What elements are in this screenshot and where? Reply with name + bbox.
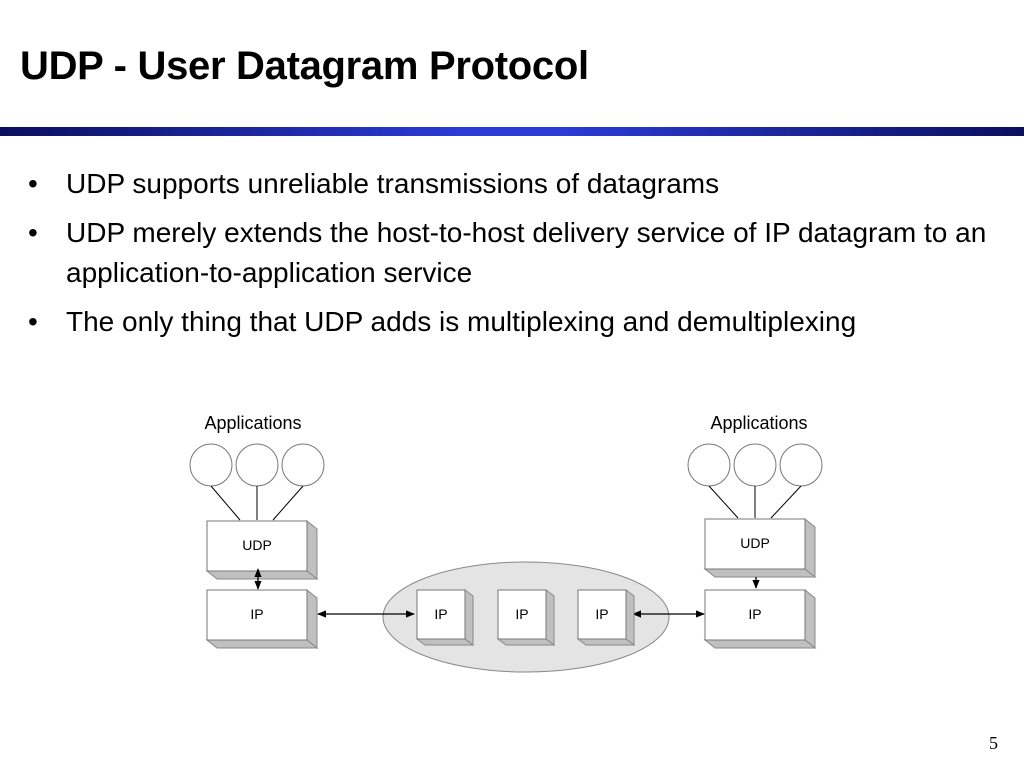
page-number: 5 bbox=[989, 733, 998, 753]
router-box: IP bbox=[576, 589, 636, 646]
app-link bbox=[210, 485, 241, 521]
bullet-item: UDP supports unreliable transmissions of… bbox=[28, 164, 988, 204]
right-host: Applications UDP IP bbox=[687, 413, 823, 650]
app-circle bbox=[281, 443, 325, 487]
ip-box: IP bbox=[703, 588, 817, 650]
ip-box-label: IP bbox=[748, 606, 761, 622]
left-applications-label: Applications bbox=[204, 413, 301, 433]
udp-box: UDP bbox=[205, 519, 319, 581]
slide-title: UDP - User Datagram Protocol bbox=[20, 44, 589, 88]
app-circle bbox=[779, 443, 823, 487]
app-circle bbox=[235, 443, 279, 487]
router-label: IP bbox=[434, 606, 447, 622]
right-applications-label: Applications bbox=[710, 413, 807, 433]
udp-box-label: UDP bbox=[740, 535, 770, 551]
bullet-item: The only thing that UDP adds is multiple… bbox=[28, 302, 988, 342]
ip-box-label: IP bbox=[250, 606, 263, 622]
app-circle bbox=[733, 443, 777, 487]
bullet-item: UDP merely extends the host-to-host deli… bbox=[28, 213, 988, 293]
bullet-list: UDP supports unreliable transmissions of… bbox=[28, 164, 988, 351]
app-circle bbox=[687, 443, 731, 487]
app-link bbox=[770, 485, 802, 519]
app-circle bbox=[189, 443, 233, 487]
router-box: IP bbox=[415, 589, 475, 646]
title-divider bbox=[0, 127, 1024, 136]
app-link bbox=[708, 485, 739, 519]
router-box: IP bbox=[496, 589, 556, 646]
router-label: IP bbox=[595, 606, 608, 622]
udp-box: UDP bbox=[703, 517, 817, 579]
udp-stack-diagram: Applications UDP IP IP IP bbox=[189, 413, 823, 673]
ip-box: IP bbox=[205, 588, 319, 650]
left-host: Applications UDP IP bbox=[189, 413, 325, 650]
router-label: IP bbox=[515, 606, 528, 622]
udp-box-label: UDP bbox=[242, 537, 272, 553]
app-link bbox=[272, 485, 304, 521]
